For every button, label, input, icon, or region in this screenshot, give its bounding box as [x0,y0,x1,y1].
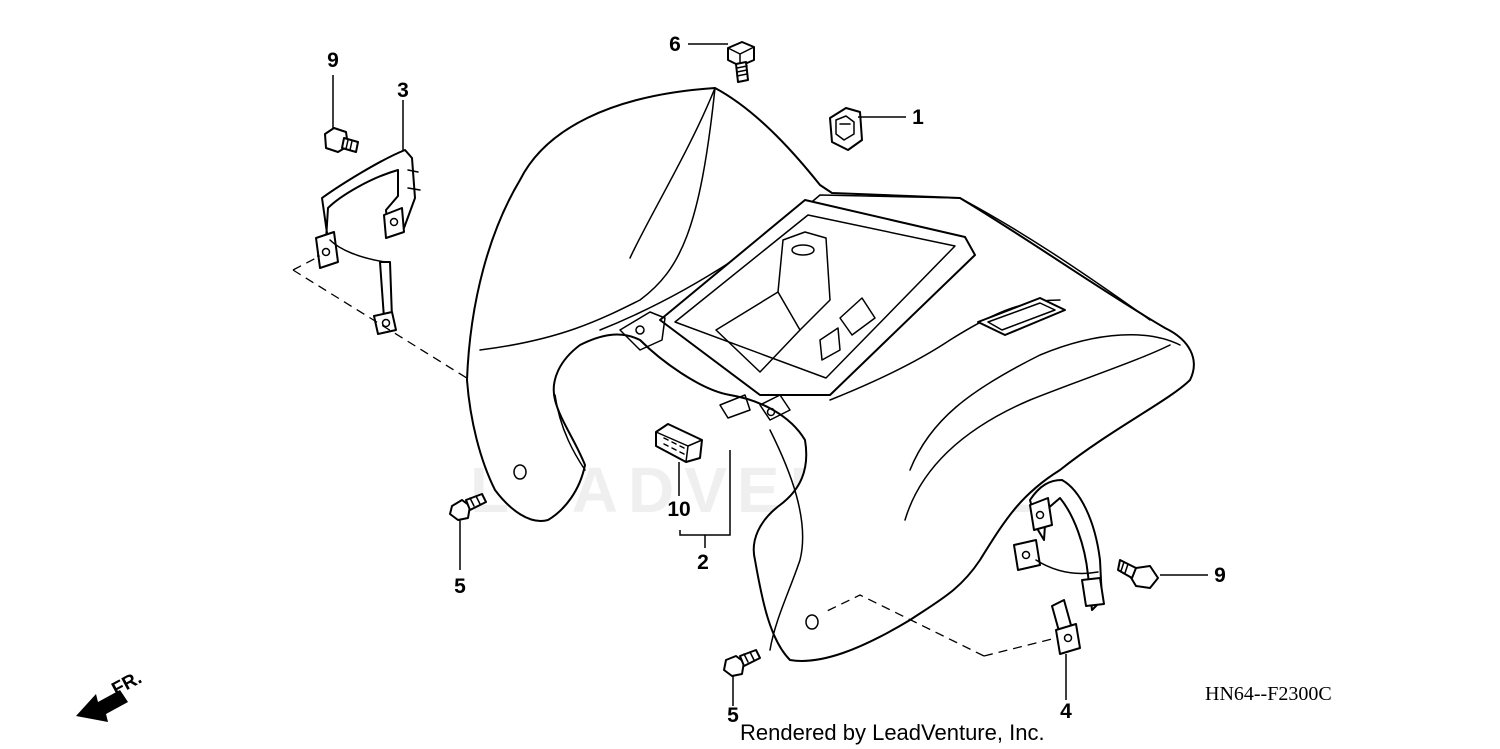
right-fender-bracket[interactable] [1013,479,1105,655]
clip-nut[interactable] [829,107,863,151]
flange-bolt[interactable] [727,41,755,83]
bolt-right[interactable] [1117,559,1159,589]
front-direction-arrow: FR. [76,668,145,722]
render-credit: Rendered by LeadVenture, Inc. [740,720,1045,745]
screw-right[interactable] [723,649,761,677]
callout-10: 10 [667,498,690,521]
callout-5-left: 5 [454,575,466,598]
leader-lines [332,43,1208,706]
callout-1: 1 [912,106,924,129]
assembly-dashed-lines [292,255,1057,657]
callout-2: 2 [697,551,709,574]
rear-fender[interactable] [466,87,1195,662]
callout-6: 6 [669,33,681,56]
callout-9-right: 9 [1214,564,1226,587]
screw-left[interactable] [449,493,487,521]
callout-9-left: 9 [327,49,339,72]
bolt-left[interactable] [324,127,359,153]
callout-5-right: 5 [727,704,739,727]
callout-4: 4 [1060,700,1072,723]
callout-3: 3 [397,79,409,102]
diagram-code: HN64--F2300C [1205,683,1332,705]
cushion-pad[interactable] [655,423,703,463]
left-fender-bracket[interactable] [315,149,421,335]
